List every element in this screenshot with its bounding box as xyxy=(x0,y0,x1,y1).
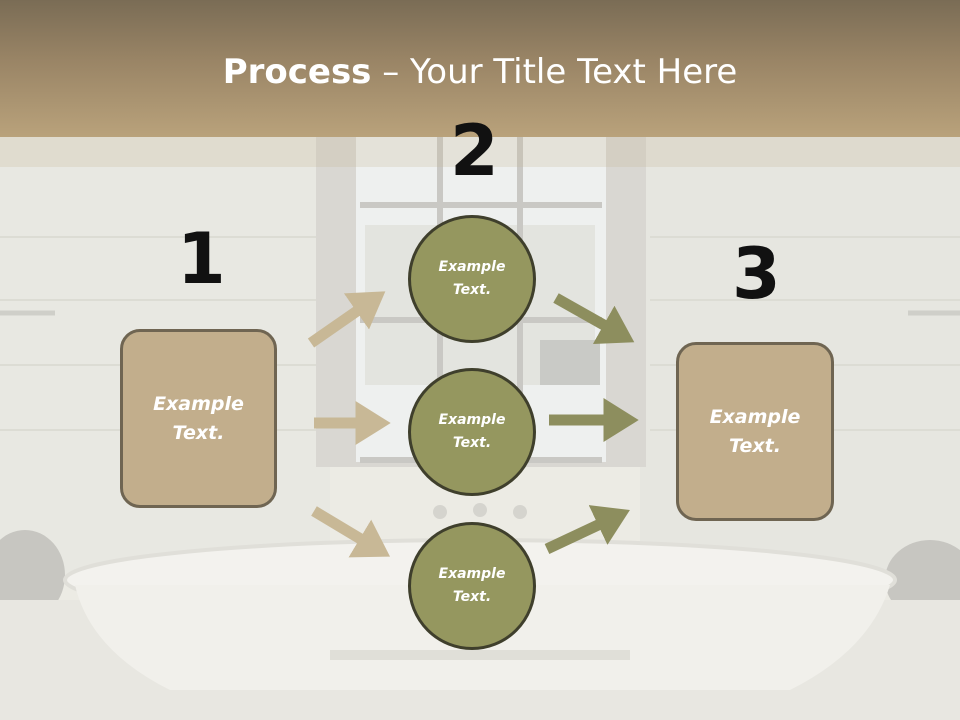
slide-title: Process – Your Title Text Here xyxy=(0,52,960,92)
step-1-text: Example Text. xyxy=(153,392,244,444)
arrow-1-to-2-top xyxy=(307,291,386,348)
arrow-2-to-3-bottom xyxy=(544,505,630,554)
arrow-1-to-2-bottom xyxy=(311,506,391,558)
step-number-1: 1 xyxy=(177,218,226,300)
step-2-mid-text: Example Text. xyxy=(438,412,506,451)
step-number-2: 2 xyxy=(450,110,499,192)
step-2-circle-bottom[interactable]: Example Text. xyxy=(408,522,536,650)
title-bold: Process xyxy=(222,52,372,92)
title-rest: – Your Title Text Here xyxy=(371,52,738,92)
step-2-bottom-text: Example Text. xyxy=(438,566,506,605)
step-2-top-text: Example Text. xyxy=(438,259,506,298)
step-3-text: Example Text. xyxy=(709,405,801,457)
header-band xyxy=(0,0,960,137)
step-2-circle-top[interactable]: Example Text. xyxy=(408,215,536,343)
step-3-box[interactable]: Example Text. xyxy=(676,342,834,521)
header-shadow-strip xyxy=(0,137,960,167)
step-2-circle-mid[interactable]: Example Text. xyxy=(408,368,536,496)
step-number-3: 3 xyxy=(732,233,781,315)
arrow-2-to-3-top xyxy=(553,293,635,345)
step-1-box[interactable]: Example Text. xyxy=(120,329,277,508)
